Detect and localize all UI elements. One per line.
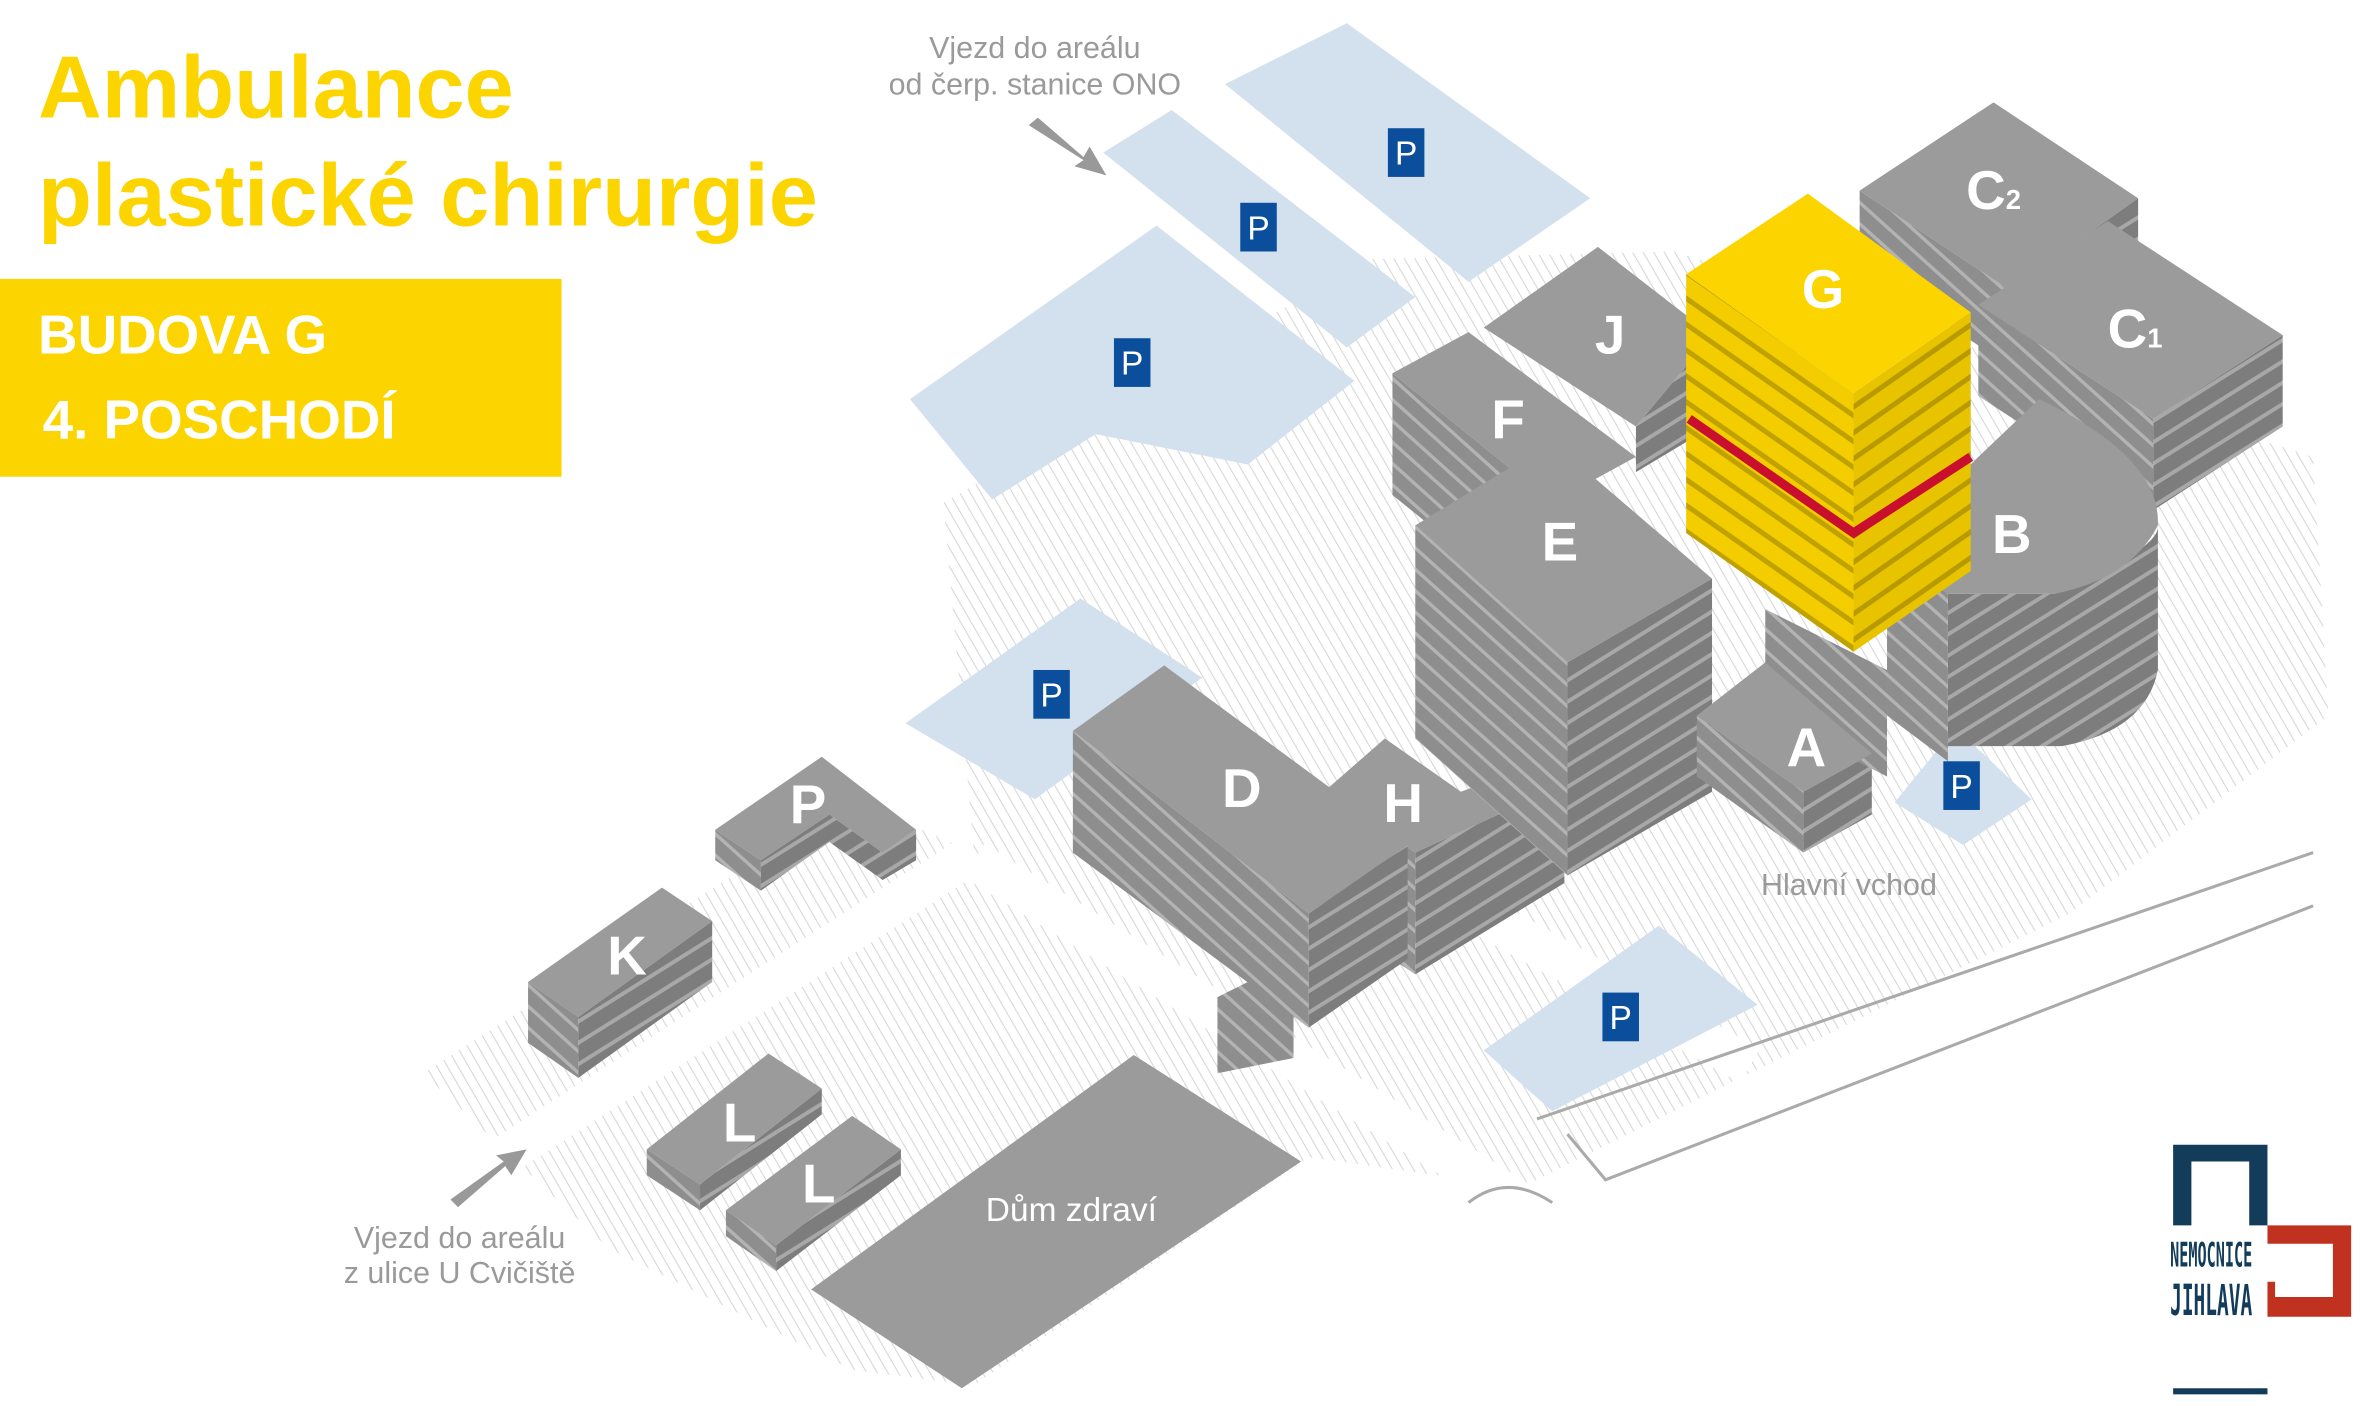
floor-4-marker (1686, 415, 1974, 539)
building-a[interactable] (1696, 609, 1888, 853)
label-l1: L (723, 1092, 756, 1154)
label-j: J (1595, 303, 1625, 365)
parking-icon: P (1387, 128, 1425, 177)
parking-icon: P (1113, 338, 1151, 387)
label-c1: C1 (2108, 297, 2163, 359)
building-l1[interactable] (646, 1053, 822, 1211)
label-d: D (1222, 757, 1262, 819)
parking-icon: P (1033, 669, 1070, 719)
page-title-line2: plastické chirurgie (38, 146, 818, 245)
entrance-north-line2: od čerp. stanice ONO (889, 68, 1182, 102)
entrance-south-line2: z ulice U Cvičiště (344, 1256, 576, 1290)
label-h: H (1383, 772, 1423, 834)
svg-text:P: P (1950, 769, 1972, 806)
svg-text:P: P (1040, 678, 1062, 715)
building-d[interactable] (1072, 665, 1408, 1074)
entrance-north-line1: Vjezd do areálu (929, 31, 1140, 65)
label-f: F (1491, 389, 1524, 451)
parking-icon: P (1943, 761, 1980, 810)
svg-text:P: P (1247, 210, 1269, 247)
location-box (0, 278, 562, 477)
location-building: BUDOVA G (38, 303, 327, 365)
svg-text:P: P (1395, 136, 1417, 173)
label-c2: C2 (1966, 159, 2021, 221)
arrow-icon (450, 1149, 527, 1208)
building-g-highlighted[interactable] (1686, 193, 1974, 652)
nemocnice-jihlava-logo: NEMOCNICE JIHLAVA (2170, 1144, 2352, 1395)
parking-icon: P (1602, 992, 1639, 1042)
svg-text:P: P (1610, 1000, 1632, 1037)
label-dum-zdravi: Dům zdraví (986, 1192, 1158, 1229)
label-a: A (1787, 716, 1827, 778)
building-k[interactable] (528, 887, 713, 1078)
label-b: B (1992, 503, 2032, 565)
building-dum-zdravi[interactable] (811, 1054, 1302, 1389)
entrance-south-line1: Vjezd do areálu (354, 1221, 565, 1255)
location-floor: 4. POSCHODÍ (43, 389, 398, 451)
label-l2: L (802, 1153, 835, 1215)
building-l2[interactable] (725, 1115, 901, 1272)
page-title-line1: Ambulance (38, 38, 514, 137)
label-k: K (607, 924, 647, 986)
label-p: P (790, 774, 827, 836)
building-p[interactable] (715, 756, 917, 891)
svg-text:NEMOCNICE: NEMOCNICE (2170, 1236, 2252, 1275)
label-e: E (1542, 510, 1579, 572)
svg-text:JIHLAVA: JIHLAVA (2170, 1276, 2252, 1326)
parking-icon: P (1240, 202, 1277, 252)
main-entrance-label: Hlavní vchod (1761, 868, 1937, 902)
svg-text:P: P (1121, 346, 1143, 383)
label-g: G (1802, 258, 1845, 320)
road-outline (1467, 851, 2314, 1204)
building-e[interactable] (1415, 441, 1713, 876)
arrow-icon (1028, 117, 1107, 176)
